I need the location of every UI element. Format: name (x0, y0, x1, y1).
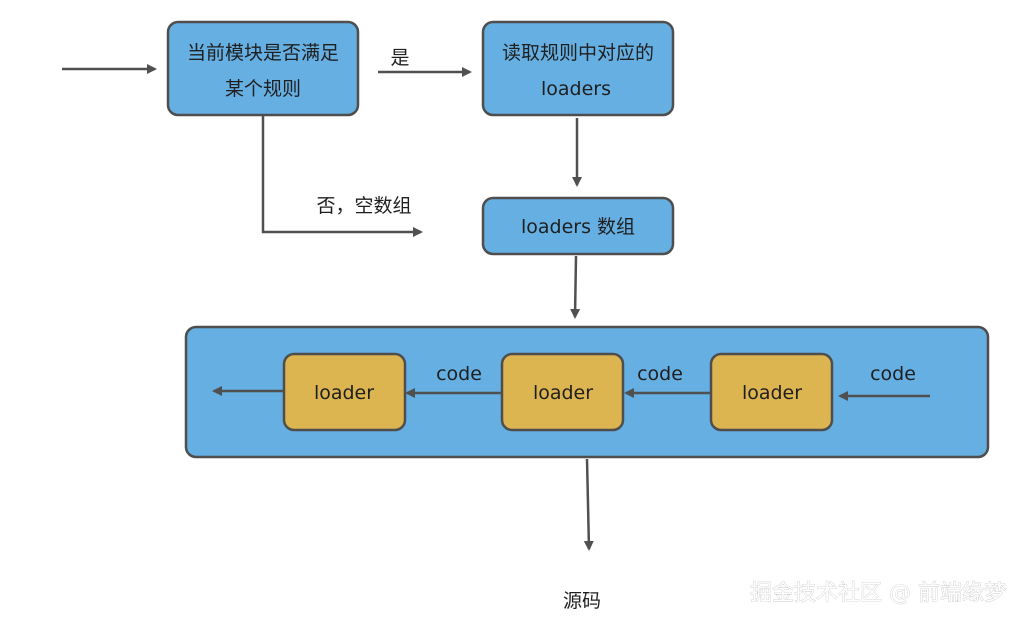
loader-middle-label: loader (533, 382, 593, 404)
match-rule-label-line1: 当前模块是否满足 (187, 42, 339, 64)
loader-right-label: loader (742, 382, 802, 404)
loader-node-right (709, 352, 834, 432)
no-arrow (261, 116, 423, 237)
yes-label: 是 (390, 47, 409, 69)
source-code-label: 源码 (563, 590, 601, 612)
loader-left-label: loader (314, 382, 374, 404)
loader-node-middle (500, 352, 625, 432)
watermark: 掘金技术社区 @ 前端缘梦 (750, 581, 1006, 606)
match-rule-node (166, 20, 360, 117)
code-left-label: code (436, 363, 482, 385)
read-rule-label-line2: loaders (541, 78, 611, 100)
code-middle-label: code (637, 363, 683, 385)
read-rule-loaders-node (481, 20, 675, 117)
array-to-pipeline-arrow (570, 255, 581, 319)
to-source-arrow (583, 458, 594, 551)
read-rule-label-line1: 读取规则中对应的 (502, 42, 654, 64)
loaders-array-node (481, 196, 675, 256)
code-right-label: code (870, 363, 916, 385)
no-empty-array-label: 否，空数组 (316, 195, 411, 217)
loaders-array-label: loaders 数组 (521, 216, 635, 238)
loader-node-left (282, 352, 407, 432)
match-rule-label-line2: 某个规则 (225, 78, 301, 100)
